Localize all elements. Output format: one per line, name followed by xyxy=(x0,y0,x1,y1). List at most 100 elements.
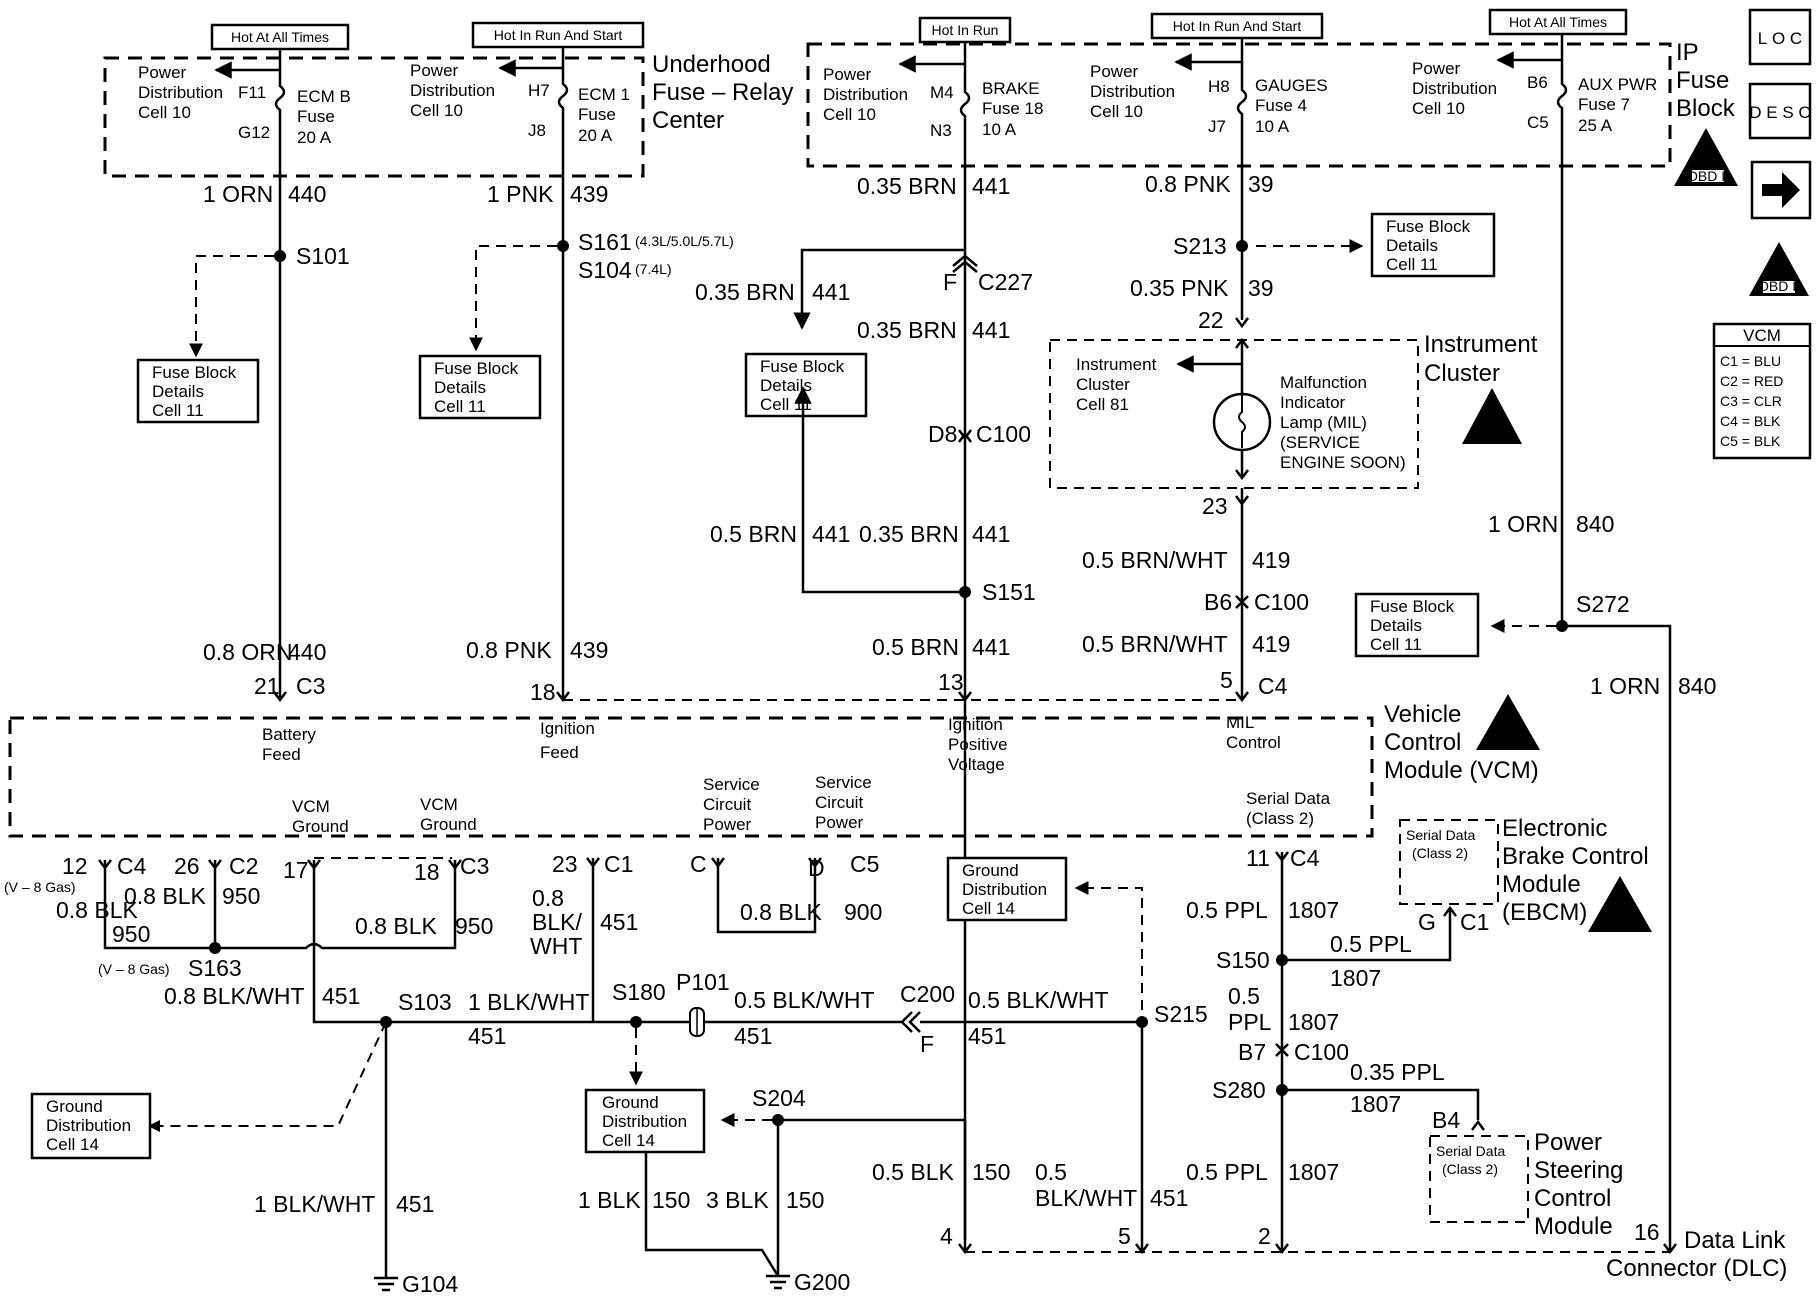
power-steering-control-module: Serial Data (Class 2) Power Steering Con… xyxy=(1429,1129,1623,1240)
ic-pin-23: 23 xyxy=(1202,493,1228,519)
vcm-c3-label: C3 xyxy=(296,673,325,699)
svg-text:N3: N3 xyxy=(930,121,952,140)
svg-text:10 A: 10 A xyxy=(1255,117,1290,136)
ref-ground-distribution-2: Ground Distribution Cell 14 xyxy=(30,1092,152,1160)
wire-1807-e-circuit: 1807 xyxy=(1288,1159,1339,1185)
svg-text:ECM 1: ECM 1 xyxy=(578,85,630,104)
svg-text:Fuse Block: Fuse Block xyxy=(434,359,519,378)
svg-text:Module: Module xyxy=(1534,1213,1613,1240)
next-page-arrow-icon[interactable] xyxy=(1750,160,1812,220)
svg-text:Ignition: Ignition xyxy=(948,715,1003,734)
svg-text:GAUGES: GAUGES xyxy=(1255,76,1328,95)
svg-text:Malfunction: Malfunction xyxy=(1280,373,1367,392)
svg-text:Brake Control: Brake Control xyxy=(1502,843,1649,870)
fuse-aux-pwr: Power Distribution Cell 10 B6 C5 AUX PWR… xyxy=(1412,50,1657,626)
wire-39-circuit-top: 39 xyxy=(1248,171,1274,197)
p101-label: P101 xyxy=(676,969,730,995)
wire-451-g-circuit: 451 xyxy=(1150,1185,1188,1211)
splice-s180-label: S180 xyxy=(612,979,666,1005)
splice-s161-label: S161 xyxy=(578,229,632,255)
esd-sensitive-icon-ic xyxy=(1462,388,1522,444)
svg-text:Fuse 7: Fuse 7 xyxy=(1578,95,1630,114)
wire-441-a-gauge: 0.35 BRN xyxy=(695,279,795,305)
wire-150-c-circuit: 150 xyxy=(972,1159,1010,1185)
svg-text:Control: Control xyxy=(1226,733,1281,752)
dlc-pin-5: 5 xyxy=(1118,1223,1131,1249)
hot-in-run-and-start-label-2: Hot In Run And Start xyxy=(1150,12,1324,40)
vcm-c4-low-label: C4 xyxy=(117,853,147,879)
wire-451-a-gauge-2: BLK/ xyxy=(532,909,582,935)
vcm-c1-label: C1 xyxy=(604,851,633,877)
dlc-pin-4: 4 xyxy=(940,1223,953,1249)
s161-to-fuse-block-details xyxy=(469,245,557,352)
wire-441-b-circuit: 441 xyxy=(972,317,1010,343)
loc-icon[interactable]: L O C xyxy=(1748,8,1812,66)
fuse-ecm-b: Power Distribution Cell 10 F11 G12 ECM B… xyxy=(138,61,351,192)
wire-1807-d-gauge: 0.35 PPL xyxy=(1350,1059,1445,1085)
svg-text:Control: Control xyxy=(1384,729,1461,756)
c100-c-pin: B7 xyxy=(1238,1039,1266,1065)
svg-text:Ignition: Ignition xyxy=(540,719,595,738)
svg-text:H8: H8 xyxy=(1208,77,1230,96)
svg-text:Fuse Block: Fuse Block xyxy=(1370,597,1455,616)
dlc-title-1: Data Link xyxy=(1684,1227,1786,1254)
svg-text:Hot At All Times: Hot At All Times xyxy=(231,29,329,45)
wire-439-circuit-top: 439 xyxy=(570,181,608,207)
vcm-c3-pin-18-mark xyxy=(448,859,462,871)
svg-text:Fuse Block: Fuse Block xyxy=(152,363,237,382)
svg-text:Details: Details xyxy=(1370,616,1422,635)
svg-text:Lamp (MIL): Lamp (MIL) xyxy=(1280,413,1367,432)
wire-900-circuit: 900 xyxy=(844,899,882,925)
dlc-pin-16: 16 xyxy=(1634,1219,1660,1245)
splice-s215-label: S215 xyxy=(1154,1001,1208,1027)
svg-text:Ground: Ground xyxy=(602,1093,659,1112)
vcm-pin-5-mark xyxy=(1235,691,1249,703)
ic-connector-mark-in xyxy=(1235,317,1249,329)
svg-text:C1 = BLU: C1 = BLU xyxy=(1720,353,1781,369)
svg-text:Distribution: Distribution xyxy=(46,1116,131,1135)
wire-150-to-g200 xyxy=(644,1120,780,1277)
wire-950-c-circuit: 950 xyxy=(455,913,493,939)
splice-s213 xyxy=(1236,240,1248,252)
wire-900 xyxy=(711,857,817,934)
c200-label: C200 xyxy=(900,981,955,1007)
wire-441-loop-up xyxy=(794,386,965,594)
svg-text:Power: Power xyxy=(1534,1129,1602,1156)
svg-text:(Class 2): (Class 2) xyxy=(1412,845,1468,861)
vcm-c5-pin-c: C xyxy=(690,851,707,877)
esd-sensitive-icon-vcm xyxy=(1476,694,1540,750)
s103-to-ground-distribution xyxy=(160,1021,387,1127)
vcm-c4-pin-12: 12 xyxy=(62,853,88,879)
wire-441-c-circuit: 441 xyxy=(812,521,850,547)
desc-icon[interactable]: D E S C xyxy=(1748,82,1812,140)
svg-text:Cell 11: Cell 11 xyxy=(152,401,204,420)
svg-text:Circuit: Circuit xyxy=(815,793,863,812)
svg-text:BRAKE: BRAKE xyxy=(982,79,1040,98)
c100-connector-mark-1 xyxy=(958,429,972,443)
splice-s163-note: (V – 8 Gas) xyxy=(98,961,170,977)
svg-text:Distribution: Distribution xyxy=(602,1112,687,1131)
svg-text:Indicator: Indicator xyxy=(1280,393,1346,412)
wire-451-c-gauge: 1 BLK/WHT xyxy=(468,989,589,1015)
c200-pin: F xyxy=(920,1031,934,1057)
wire-440-circuit-top: 440 xyxy=(288,181,326,207)
wire-441-c-gauge: 0.5 BRN xyxy=(710,521,797,547)
svg-text:Voltage: Voltage xyxy=(948,755,1005,774)
ip-block-title-1: IP xyxy=(1676,39,1699,66)
vcm-c5-pin-d-mark xyxy=(808,857,822,869)
c100-connector-mark-2 xyxy=(1235,595,1249,609)
underhood-fuse-box-outline xyxy=(103,56,645,178)
wire-840 xyxy=(1562,624,1672,1252)
wire-440-gauge-top: 1 ORN xyxy=(203,181,273,207)
svg-text:M4: M4 xyxy=(930,83,954,102)
electronic-brake-control-module: Serial Data (Class 2) Electronic Brake C… xyxy=(1399,815,1649,935)
svg-text:G: G xyxy=(1418,909,1436,935)
wire-39-gauge-top: 0.8 PNK xyxy=(1145,171,1231,197)
splice-s151-label: S151 xyxy=(982,579,1036,605)
svg-text:Cluster: Cluster xyxy=(1076,375,1130,394)
svg-text:Ground: Ground xyxy=(420,815,477,834)
wire-441-b-gauge: 0.35 BRN xyxy=(857,317,957,343)
svg-text:Cell 10: Cell 10 xyxy=(823,105,876,124)
svg-text:(Class 2): (Class 2) xyxy=(1246,809,1314,828)
svg-text:Distribution: Distribution xyxy=(962,880,1047,899)
